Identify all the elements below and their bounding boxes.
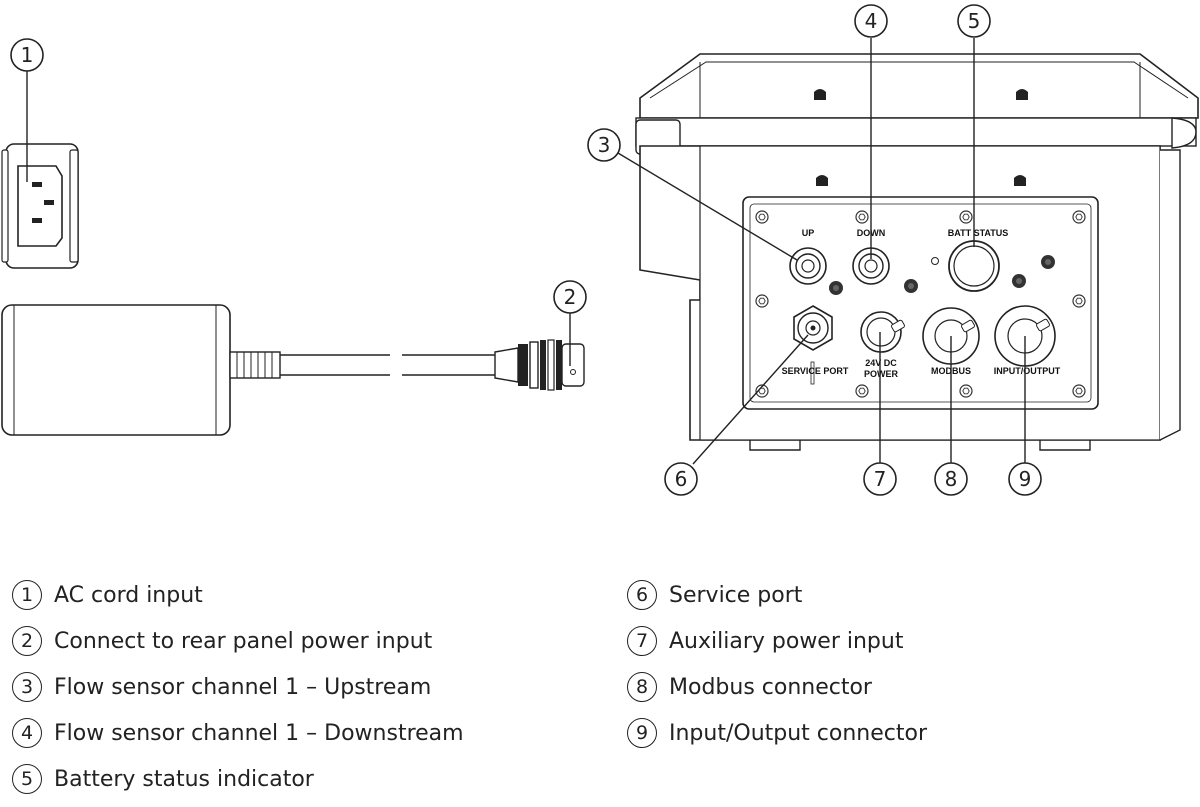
panel-label-up: UP: [802, 228, 815, 238]
legend-item-6: 6 Service port: [627, 577, 927, 613]
legend-label: Service port: [669, 582, 803, 608]
legend-number: 1: [12, 580, 42, 610]
panel-label-power-line2: POWER: [864, 369, 899, 379]
legend-label: Battery status indicator: [54, 766, 314, 792]
legend-number: 9: [627, 718, 657, 748]
dc-power-connector: [860, 311, 905, 353]
legend-label: AC cord input: [54, 582, 203, 608]
callout-4: 4: [854, 4, 888, 38]
svg-text:6: 6: [675, 467, 688, 491]
legend-number: 7: [627, 626, 657, 656]
svg-text:9: 9: [1019, 467, 1032, 491]
legend-item-3: 3 Flow sensor channel 1 – Upstream: [12, 669, 464, 705]
enclosure-rear: UP DOWN BATT STATUS SERVICE PORT 24V DC …: [635, 53, 1199, 451]
panel-label-service-port: SERVICE PORT: [782, 366, 849, 376]
legend-number: 6: [627, 580, 657, 610]
callout-7: 7: [863, 462, 897, 496]
legend-item-2: 2 Connect to rear panel power input: [12, 623, 464, 659]
legend-item-5: 5 Battery status indicator: [12, 761, 464, 797]
legend-number: 2: [12, 626, 42, 656]
legend-item-9: 9 Input/Output connector: [627, 715, 927, 751]
legend-number: 4: [12, 718, 42, 748]
legend-item-1: 1 AC cord input: [12, 577, 464, 613]
svg-text:2: 2: [564, 285, 577, 309]
callout-6: 6: [664, 462, 698, 496]
svg-text:5: 5: [968, 9, 981, 33]
svg-text:3: 3: [598, 133, 611, 157]
legend-left: 1 AC cord input 2 Connect to rear panel po…: [12, 577, 464, 807]
ac-inlet: [1, 143, 79, 269]
callout-5: 5: [957, 4, 991, 38]
legend-item-8: 8 Modbus connector: [627, 669, 927, 705]
legend-number: 5: [12, 764, 42, 794]
hardware-illustration: UP DOWN BATT STATUS SERVICE PORT 24V DC …: [1, 4, 1199, 496]
legend-item-4: 4 Flow sensor channel 1 – Downstream: [12, 715, 464, 751]
legend-label: Connect to rear panel power input: [54, 628, 433, 654]
callout-2: 2: [553, 280, 587, 314]
modbus-connector: [922, 307, 980, 365]
svg-text:4: 4: [865, 9, 878, 33]
panel-label-input-output: INPUT/OUTPUT: [994, 366, 1061, 376]
panel-label-batt-status: BATT STATUS: [948, 228, 1009, 238]
legend-item-7: 7 Auxiliary power input: [627, 623, 927, 659]
leader-lines: [26, 38, 1026, 465]
callout-3: 3: [587, 128, 621, 162]
legend-label: Flow sensor channel 1 – Upstream: [54, 674, 432, 700]
legend-label: Modbus connector: [669, 674, 872, 700]
callout-8: 8: [934, 462, 968, 496]
legend-label: Auxiliary power input: [669, 628, 904, 654]
svg-text:7: 7: [874, 467, 887, 491]
legend-label: Input/Output connector: [669, 720, 927, 746]
legend-number: 3: [12, 672, 42, 702]
callout-9: 9: [1008, 462, 1042, 496]
legend-number: 8: [627, 672, 657, 702]
power-adapter: [1, 304, 585, 436]
svg-text:1: 1: [21, 43, 34, 67]
legend-right: 6 Service port 7 Auxiliary power input 8 Mo…: [627, 577, 927, 761]
panel-label-power-line1: 24V DC: [865, 358, 897, 368]
legend-label: Flow sensor channel 1 – Downstream: [54, 720, 464, 746]
battery-indicator: [948, 240, 1000, 292]
callout-1: 1: [10, 38, 44, 72]
up-connector: [789, 247, 827, 285]
svg-text:8: 8: [945, 467, 958, 491]
